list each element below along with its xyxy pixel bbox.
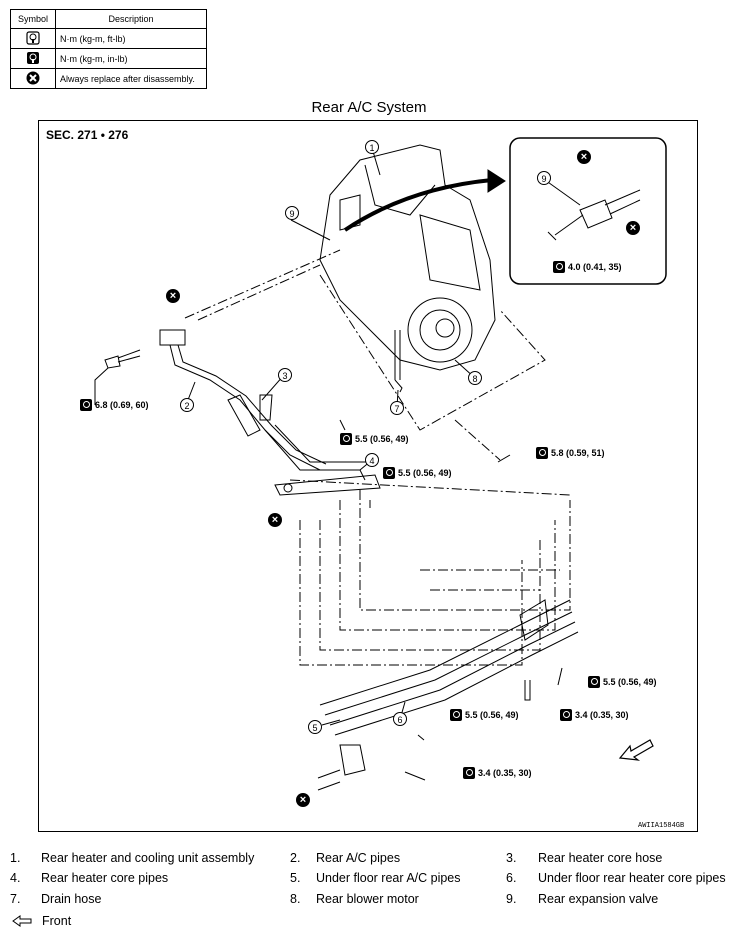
drawing-code: AWIIA1584GB — [638, 822, 685, 830]
replace-x-icon: × — [577, 150, 591, 164]
callout-5: 5 — [308, 720, 322, 734]
mounting-bracket-shape — [274, 474, 381, 496]
under-floor-pipes-shape — [319, 599, 571, 706]
callout-4: 4 — [365, 453, 379, 467]
torque-spec-core-pipe-nut: 5.5 (0.56, 49) — [383, 467, 452, 479]
replace-x-icon: × — [626, 221, 640, 235]
callout-9: 9 — [285, 206, 299, 220]
diagram-title: Rear A/C System — [311, 99, 427, 116]
torque-spec-bracket-nut: 5.5 (0.56, 49) — [340, 433, 409, 445]
callout-1: 1 — [365, 140, 379, 154]
torque-wrench-filled-icon — [80, 399, 92, 411]
torque-wrench-filled-icon — [536, 447, 548, 459]
torque-spec-floor-bolt-right: 3.4 (0.35, 30) — [560, 709, 629, 721]
front-legend: Front — [12, 914, 71, 928]
torque-spec-expansion-valve: 4.0 (0.41, 35) — [553, 261, 622, 273]
torque-wrench-filled-icon — [588, 676, 600, 688]
legend-row-3-description: Always replace after disassembly. — [55, 68, 207, 89]
torque-wrench-filled-icon — [463, 767, 475, 779]
replace-x-icon: × — [296, 793, 310, 807]
torque-spec-unit-bolt: 5.8 (0.59, 51) — [536, 447, 605, 459]
heater-cooling-unit-shape — [319, 144, 496, 371]
callout-7: 7 — [390, 401, 404, 415]
section-number: SEC. 271 • 276 — [46, 128, 129, 142]
torque-wrench-filled-icon — [383, 467, 395, 479]
front-arrow-icon — [12, 915, 32, 927]
callout-9-inset: 9 — [537, 171, 551, 185]
callout-8: 8 — [468, 371, 482, 385]
torque-wrench-filled-icon — [560, 709, 572, 721]
torque-spec-floor-nut-right: 5.5 (0.56, 49) — [588, 676, 657, 688]
symbol-legend-table: Symbol Description N·m (kg-m, ft-lb) N·m… — [10, 9, 207, 89]
diagram-frame — [38, 120, 698, 832]
replace-x-icon — [26, 71, 40, 84]
torque-wrench-filled-icon — [27, 51, 39, 64]
callout-3: 3 — [278, 368, 292, 382]
expansion-valve-inset — [509, 137, 667, 285]
torque-wrench-filled-icon — [450, 709, 462, 721]
torque-wrench-filled-icon — [340, 433, 352, 445]
replace-x-icon: × — [166, 289, 180, 303]
front-label: Front — [42, 914, 72, 928]
torque-spec-pipe-bolt: 6.8 (0.69, 60) — [80, 399, 149, 411]
callout-6: 6 — [393, 712, 407, 726]
replace-x-icon: × — [268, 513, 282, 527]
blower-motor-shape — [407, 297, 473, 363]
torque-spec-floor-nut-center: 5.5 (0.56, 49) — [450, 709, 519, 721]
torque-spec-floor-bolt-front: 3.4 (0.35, 30) — [463, 767, 532, 779]
rear-ac-pipes-shape — [159, 329, 186, 346]
front-direction-arrow-icon — [618, 739, 654, 761]
torque-wrench-icon — [26, 30, 40, 45]
torque-wrench-filled-icon — [553, 261, 565, 273]
callout-2: 2 — [180, 398, 194, 412]
